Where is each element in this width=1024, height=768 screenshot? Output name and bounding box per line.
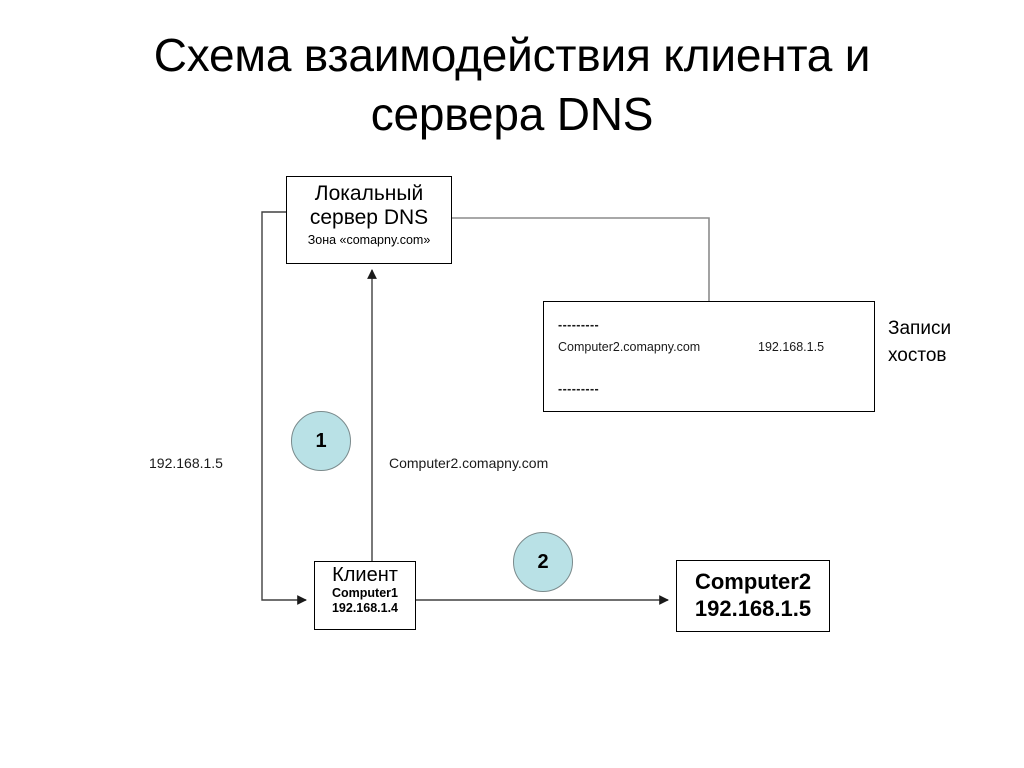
dns-server-box: Локальный сервер DNS Зона «comapny.com» xyxy=(286,176,452,264)
wire-dns-to-records xyxy=(452,217,710,301)
computer2-hostname: Computer2 xyxy=(694,569,812,595)
query-name-label: Computer2.comapny.com xyxy=(389,455,549,471)
client-hostname: Computer1 xyxy=(332,586,398,600)
wire-dns-to-client xyxy=(261,211,307,605)
computer2-box: Computer2 192.168.1.5 xyxy=(676,560,830,632)
records-divider-bottom: --------- xyxy=(558,382,600,396)
dns-server-zone-label: Зона «comapny.com» xyxy=(307,233,431,248)
dns-server-line-2: сервер DNS xyxy=(309,205,429,229)
computer2-ip-address: 192.168.1.5 xyxy=(694,596,812,621)
client-ip-address: 192.168.1.4 xyxy=(331,601,399,616)
record-hostname: Computer2.comapny.com xyxy=(558,340,701,354)
records-divider-top: --------- xyxy=(558,318,600,332)
record-ip-address: 192.168.1.5 xyxy=(758,340,825,354)
dns-server-line-1: Локальный xyxy=(314,182,424,205)
client-title: Клиент xyxy=(332,564,398,586)
host-records-box: --------- Computer2.comapny.com 192.168.… xyxy=(543,301,875,412)
step-marker-1: 1 xyxy=(291,411,351,471)
client-box: Клиент Computer1 192.168.1.4 xyxy=(314,561,416,630)
page-title: Схема взаимодействия клиента и сервера D… xyxy=(153,29,871,140)
response-ip-label: 192.168.1.5 xyxy=(149,455,223,471)
host-records-caption: Записи хостов xyxy=(888,318,952,366)
step-marker-2: 2 xyxy=(513,532,573,592)
